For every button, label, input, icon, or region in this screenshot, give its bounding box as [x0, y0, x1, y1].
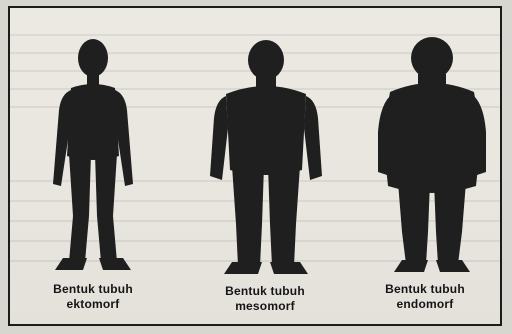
- caption-line: Bentuk tubuh: [18, 282, 168, 297]
- caption-body-type: mesomorf: [190, 299, 340, 314]
- body-type-figures: Bentuk tubuh ektomorf Bentuk tubuh mesom…: [10, 8, 502, 326]
- mesomorph-silhouette-icon: [210, 38, 322, 276]
- ectomorph-caption: Bentuk tubuh ektomorf: [18, 282, 168, 312]
- endomorph-caption: Bentuk tubuh endomorf: [350, 282, 500, 312]
- caption-line: Bentuk tubuh: [190, 284, 340, 299]
- caption-line: Bentuk tubuh: [350, 282, 500, 297]
- caption-body-type: endomorf: [350, 297, 500, 312]
- book-page: Bentuk tubuh ektomorf Bentuk tubuh mesom…: [8, 6, 502, 326]
- mesomorph-caption: Bentuk tubuh mesomorf: [190, 284, 340, 314]
- ectomorph-silhouette-icon: [43, 36, 143, 272]
- endomorph-silhouette-icon: [376, 36, 488, 274]
- caption-body-type: ektomorf: [18, 297, 168, 312]
